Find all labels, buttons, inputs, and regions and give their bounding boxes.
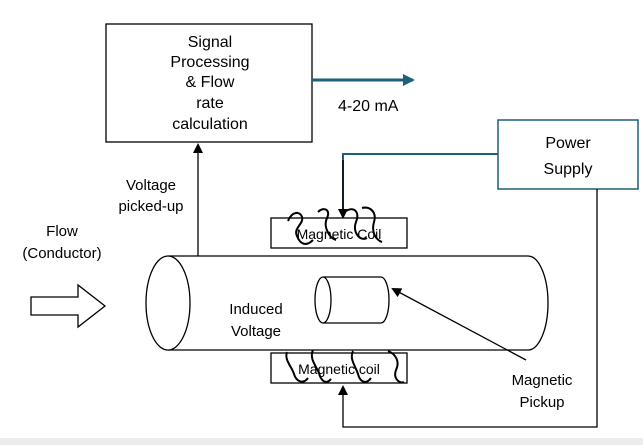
power-supply-line-2: Supply [544,161,593,178]
signal-box-line-1: Signal [188,34,232,51]
signal-box-line-5: calculation [172,116,248,133]
magnetic-pickup-electrode [314,276,390,324]
induced-label-line-1: Induced [229,301,282,318]
output-label: 4-20 mA [338,98,399,115]
flow-arrow [30,283,107,329]
signal-box-line-3: & Flow [186,74,235,91]
power-supply-line-1: Power [545,135,591,152]
voltage-label-line-2: picked-up [118,198,183,215]
bottom-strip [0,438,643,445]
pickup-pointer [391,288,527,361]
pickup-label-line-1: Magnetic [512,372,573,389]
bottom-coil-label: Magnetic coil [298,361,380,377]
induced-label-line-2: Voltage [231,323,281,340]
flow-label-line-2: (Conductor) [22,245,101,262]
signal-processing-box: Signal Processing & Flow rate calculatio… [105,23,313,143]
bottom-coil-winding [285,349,405,384]
voltage-label-line-1: Voltage [126,177,176,194]
top-coil-winding [287,206,383,245]
flow-label-line-1: Flow [46,223,78,240]
pickup-label-line-2: Pickup [519,394,564,411]
power-to-bottom-coil-wire [338,189,598,428]
signal-box-line-2: Processing [170,54,249,71]
bottom-magnetic-coil: Magnetic coil [270,349,408,384]
signal-box-line-4: rate [196,95,224,112]
power-supply-box: Power Supply [497,119,639,190]
top-coil-label: Magnetic Coil [297,226,382,242]
top-magnetic-coil: Magnetic Coil [270,206,408,249]
